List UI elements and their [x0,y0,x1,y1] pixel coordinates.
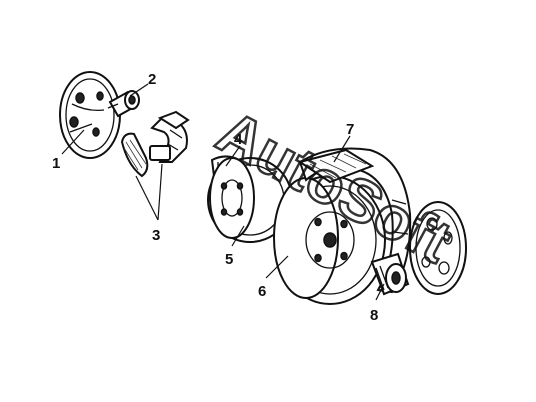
callout-4: 4 [234,131,243,148]
part-3-brake-shoes [120,110,190,178]
leader-lines [61,83,385,301]
part-6-wheel-rim [273,175,386,305]
callout-3: 3 [152,227,160,244]
callout-5: 5 [225,251,233,268]
callout-labels: 1 2 3 4 5 6 7 8 [52,71,378,324]
part-1-backing-plate [59,71,121,159]
callout-7: 7 [346,121,354,138]
callout-8: 8 [370,307,378,324]
part-8-wheel-nut [370,252,410,296]
callout-2: 2 [148,71,156,88]
callout-6: 6 [258,283,266,300]
hub-cap [409,201,467,295]
part-5-brake-drum [207,157,293,243]
part-2-hub-bolt [107,90,140,118]
callout-1: 1 [52,155,60,172]
